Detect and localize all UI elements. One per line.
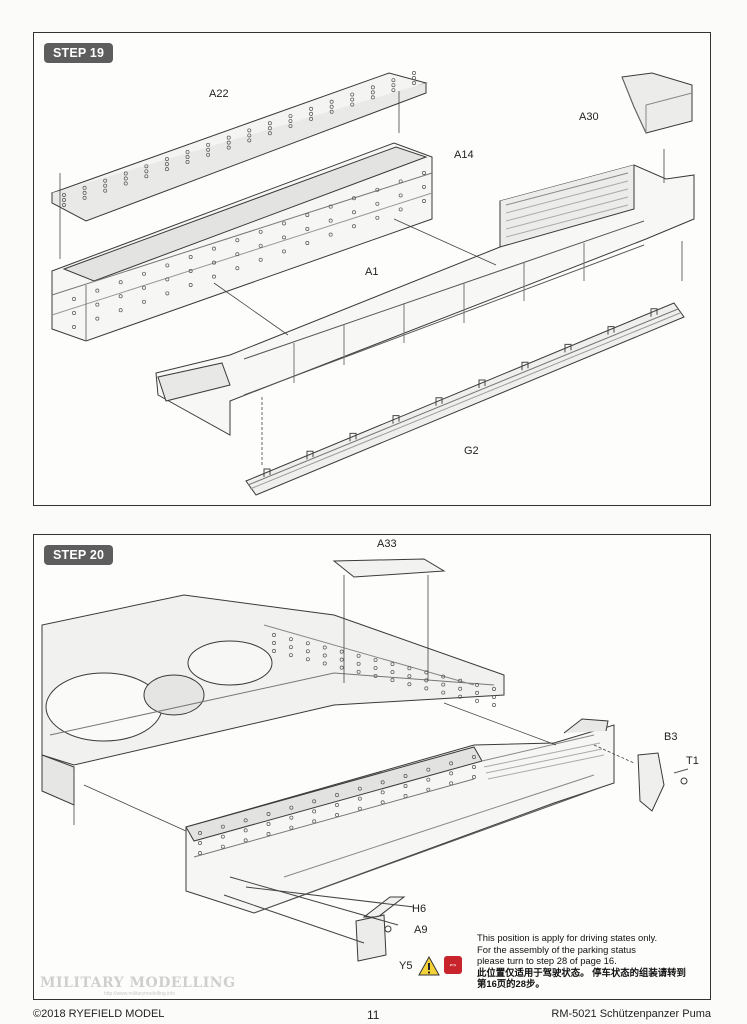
label-a30: A30 (579, 111, 599, 123)
label-h6: H6 (412, 903, 427, 915)
step-19-panel: STEP 19 (33, 32, 711, 506)
warning-icons: ⇔ (418, 956, 462, 976)
footer-product-name: RM-5021 Schützenpanzer Puma (551, 1008, 711, 1020)
label-a9: A9 (414, 924, 428, 936)
watermark-url: http://www.militarymodelling.info (104, 991, 176, 997)
part-a30-drawing (621, 72, 693, 134)
direction-sign-icon: ⇔ (444, 956, 462, 974)
driving-state-note: This position is apply for driving state… (477, 932, 705, 990)
watermark-text: MILITARY MODELLING (40, 975, 236, 991)
label-t1: T1 (686, 755, 699, 767)
warning-triangle-icon (418, 956, 440, 976)
step-20-panel: STEP 20 (33, 534, 711, 1000)
note-line-cn-1: 此位置仅适用于驾驶状态。 停车状态的组装请转到 (477, 966, 686, 978)
page-number: 11 (367, 1008, 380, 1022)
label-g2: G2 (464, 445, 479, 457)
note-line-2: For the assembly of the parking status (477, 943, 636, 955)
note-line-1: This position is apply for driving state… (477, 932, 658, 943)
part-g2-drawing (245, 302, 685, 496)
label-a14: A14 (454, 149, 474, 161)
part-a1-drawing (155, 164, 695, 436)
step-19-badge: STEP 19 (44, 43, 114, 63)
skirt-assembly-drawing (185, 718, 615, 914)
part-a14-drawing (51, 142, 433, 342)
label-y5: Y5 (399, 960, 413, 972)
part-a33-drawing (332, 558, 446, 578)
label-a22: A22 (209, 88, 229, 100)
label-a33: A33 (377, 538, 397, 550)
parts-h6-a9-y5-drawing (223, 876, 415, 962)
footer-copyright: ©2018 RYEFIELD MODEL (33, 1008, 165, 1020)
note-line-cn-2: 第16页的28步。 (477, 978, 545, 990)
step-20-badge: STEP 20 (44, 545, 114, 565)
step-20-drawing (41, 558, 689, 962)
label-a1: A1 (365, 266, 379, 278)
assembly-arrows (59, 91, 683, 465)
part-b3-drawing (637, 752, 689, 812)
label-b3: B3 (664, 731, 678, 743)
note-line-3: please turn to step 28 of page 16. (477, 955, 617, 967)
assembly-arrows-20 (73, 575, 635, 832)
part-a22-drawing (50, 71, 428, 222)
hull-top-drawing (41, 594, 505, 806)
step-19-drawing (50, 71, 695, 496)
